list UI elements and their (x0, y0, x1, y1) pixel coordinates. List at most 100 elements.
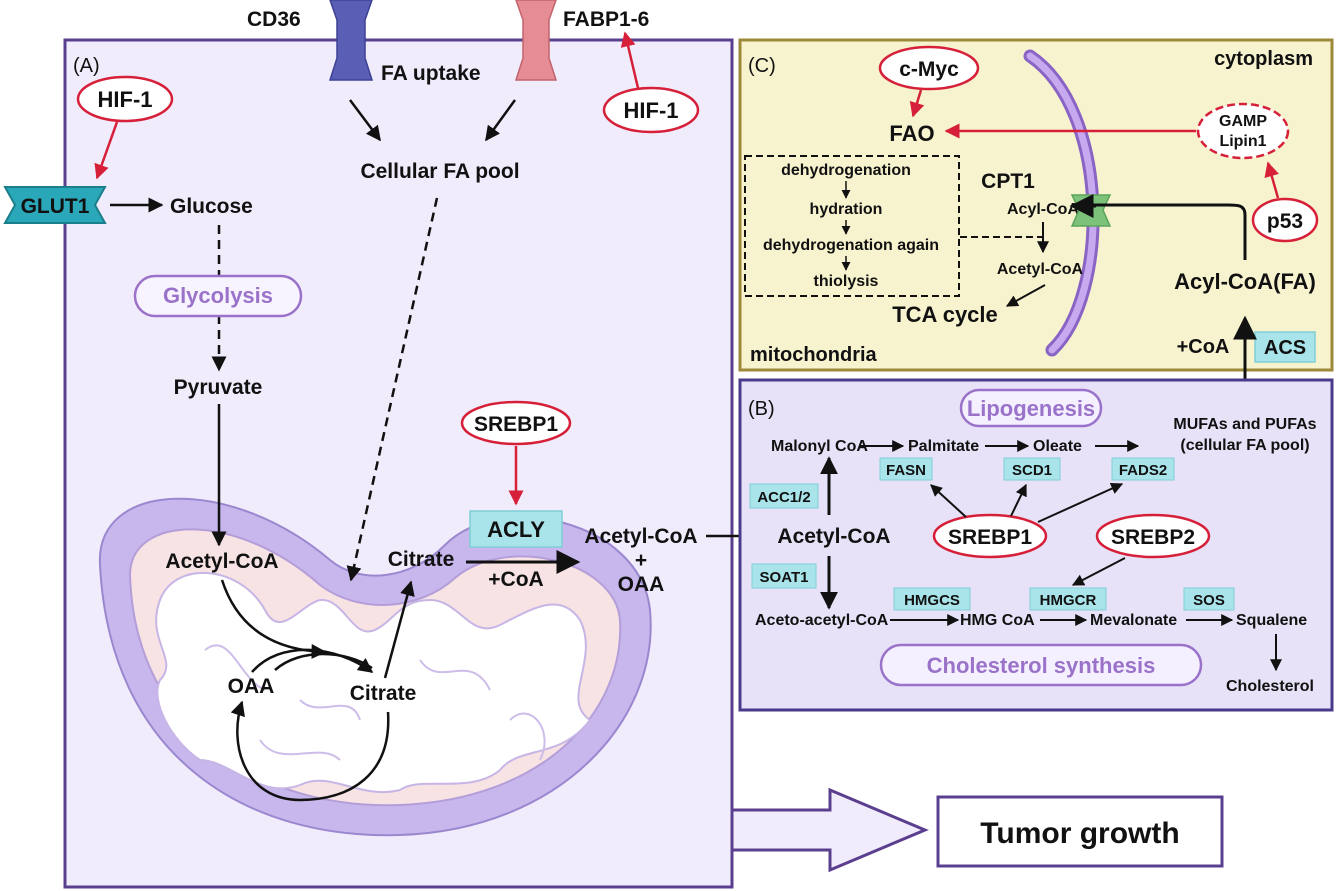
citrate-export-arrow (383, 580, 415, 679)
hif1-left-ellipse (76, 75, 174, 123)
acetyl-to-tca-arrow (1005, 284, 1046, 307)
step1-label: dehydrogenation (781, 162, 911, 179)
cytoplasm-label: cytoplasm (1214, 48, 1313, 70)
palmitate-label: Palmitate (908, 438, 979, 455)
sos-label: SOS (1193, 592, 1225, 609)
hif1-left-label: HIF-1 (98, 87, 153, 112)
step4-label: thiolysis (814, 273, 879, 290)
mito-citrate-label: Citrate (350, 682, 417, 705)
fabp-to-pool-arrow (484, 99, 517, 142)
pyruvate-label: Pyruvate (174, 376, 263, 399)
tca-cycle-label: TCA cycle (892, 302, 998, 327)
cd36-to-pool-arrow (349, 99, 381, 142)
tumor-growth-big-arrow (730, 787, 929, 873)
mevalonate-label: Mevalonate (1090, 612, 1177, 629)
step3-label: dehydrogenation again (763, 237, 939, 254)
hmgcr-label: HMGCR (1040, 592, 1097, 609)
cmyc-label: c-Myc (899, 58, 959, 81)
acc12-box (749, 483, 819, 509)
glycolysis-label: Glycolysis (163, 283, 273, 308)
acc12-label: ACC1/2 (757, 489, 810, 506)
srebp1-to-scd1-arrow (1010, 483, 1027, 517)
acly-box (469, 510, 563, 548)
acetoacetyl-label: Aceto-acetyl-CoA (755, 612, 889, 629)
cyto-citrate-label: Citrate (388, 548, 455, 571)
scd1-label: SCD1 (1012, 462, 1052, 479)
oleate-label: Oleate (1033, 438, 1082, 455)
hmgcs-box (893, 587, 971, 611)
acs-label: ACS (1264, 337, 1306, 359)
soat1-label: SOAT1 (760, 569, 809, 586)
p53-label: p53 (1267, 210, 1303, 233)
acetylcoa-out-label: Acetyl-CoA (584, 525, 697, 548)
fabp-transporter (514, 0, 558, 81)
plus-sign: + (635, 549, 647, 572)
cmyc-ellipse (878, 45, 980, 91)
p53-ellipse (1251, 197, 1319, 243)
glut1-label: GLUT1 (21, 195, 90, 218)
fa-uptake-label: FA uptake (381, 62, 481, 85)
cd36-label: CD36 (247, 8, 301, 31)
mufas-line1-label: MUFAs and PUFAs (1173, 416, 1316, 433)
hmgcs-label: HMGCS (904, 592, 960, 609)
acs-box (1254, 331, 1316, 363)
hif1-right-ellipse (602, 86, 700, 134)
step2-label: hydration (810, 201, 883, 218)
fa-pool-to-mito-dashed (346, 197, 439, 582)
lipogenesis-label: Lipogenesis (967, 396, 1095, 421)
oaa-out-label: OAA (618, 573, 665, 596)
mitochondrion (98, 497, 652, 837)
gamp-label: GAMP (1219, 113, 1267, 130)
cholesterol-synthesis-label: Cholesterol synthesis (927, 653, 1156, 678)
glucose-label: Glucose (170, 195, 253, 218)
p53-to-gamp-arrow (1264, 161, 1280, 199)
lipogenesis-box (959, 388, 1103, 428)
srebp1-to-fads2-arrow (1037, 482, 1124, 523)
sos-box (1183, 587, 1235, 611)
plus-coa-c-label: +CoA (1177, 336, 1230, 358)
fasn-label: FASN (886, 462, 926, 479)
lipin1-label: Lipin1 (1219, 133, 1266, 150)
cholesterol-label: Cholesterol (1226, 678, 1314, 695)
srebp2-ellipse (1095, 513, 1211, 559)
mitochondria-label: mitochondria (750, 344, 878, 366)
soat1-box (751, 563, 817, 589)
glycolysis-box (133, 274, 303, 318)
srebp2-label: SREBP2 (1111, 526, 1195, 549)
cpt1-label: CPT1 (981, 170, 1035, 193)
glut1-shape (3, 186, 107, 224)
panel-b-label: (B) (748, 398, 775, 420)
acyl-coa-inner-label: Acyl-CoA (1007, 201, 1079, 218)
cellular-fa-pool-label: Cellular FA pool (360, 160, 519, 183)
acetyl-coa-b-label: Acetyl-CoA (777, 525, 890, 548)
tumor-growth-label: Tumor growth (980, 817, 1179, 850)
panel-a-label: (A) (73, 55, 100, 77)
hmgcr-box (1029, 587, 1107, 611)
panel-c-label: (C) (748, 55, 776, 77)
acetyl-coa-inner-label: Acetyl-CoA (997, 261, 1084, 278)
squalene-label: Squalene (1236, 612, 1307, 629)
fasn-box (879, 457, 933, 481)
hmg-coa-label: HMG CoA (960, 612, 1035, 629)
acyl-coa-fa-label: Acyl-CoA(FA) (1174, 269, 1316, 294)
srebp1-b-ellipse (932, 513, 1048, 559)
scd1-box (1003, 457, 1061, 481)
mito-acetylcoa-label: Acetyl-CoA (165, 550, 278, 573)
hif1-right-label: HIF-1 (624, 98, 679, 123)
srebp2-to-hmgcr-arrow (1071, 557, 1126, 586)
srebp1-to-fasn-arrow (930, 484, 967, 518)
srebp1-a-label: SREBP1 (474, 413, 558, 436)
acly-label: ACLY (487, 517, 545, 542)
tumor-growth-box (936, 795, 1224, 868)
mito-oaa-label: OAA (228, 675, 275, 698)
plus-coa-a-label: +CoA (488, 568, 543, 591)
malonyl-coa-label: Malonyl CoA (771, 438, 868, 455)
beta-oxidation-box (744, 155, 960, 297)
cd36-transporter (328, 0, 374, 81)
cmyc-to-fao-arrow (909, 89, 925, 118)
tca-cycle-top (251, 648, 374, 674)
hif1-to-fabp-arrow (620, 31, 640, 89)
hif1-to-glut1-arrow (94, 121, 119, 180)
gamp-lipin1-ellipse (1196, 102, 1290, 160)
